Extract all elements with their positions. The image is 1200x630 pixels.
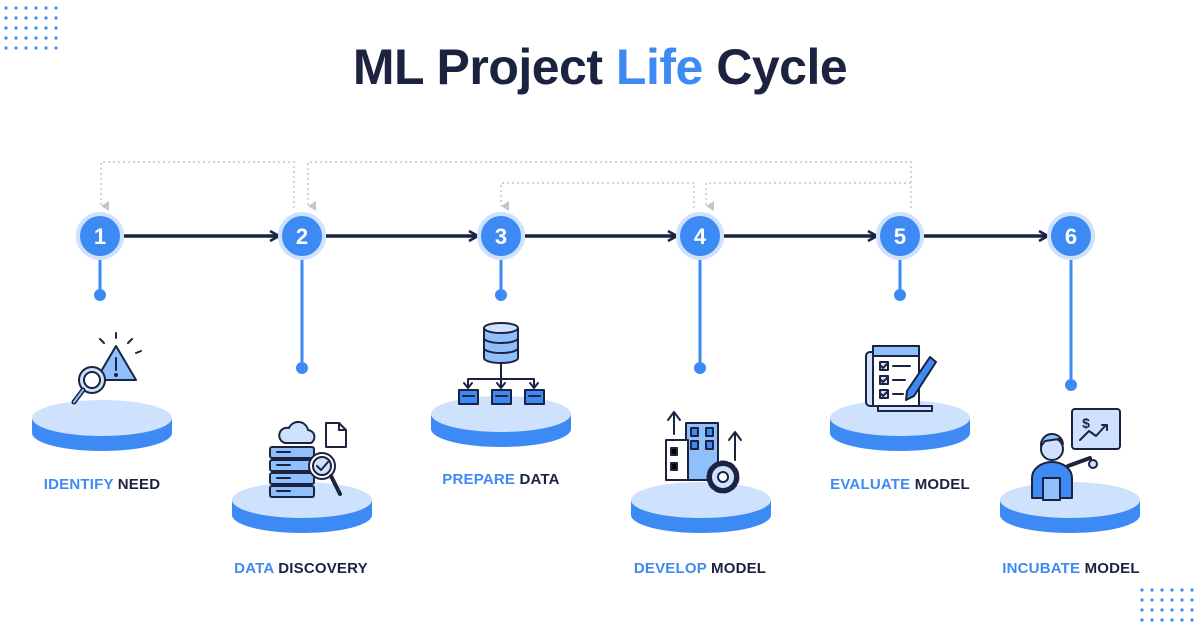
feedback-loop-5-to-2 [307,161,912,211]
step-5-label-rest: MODEL [910,476,970,493]
step-3-node: 3 [477,212,525,260]
feedback-loops [100,161,912,211]
step-3-label: PREPARE DATA [371,471,631,488]
step-5-label-accent: EVALUATE [830,476,911,493]
step-5-number: 5 [894,224,906,249]
step-2-label-accent: DATA [234,560,274,577]
step-6-label-accent: INCUBATE [1002,560,1081,577]
step-4-label-rest: MODEL [706,560,767,577]
building-gear-icon [665,411,742,494]
step-2-label-rest: DISCOVERY [273,560,368,577]
feedback-loop-4-to-3 [500,182,695,211]
step-6-label: INCUBATE MODEL [941,560,1200,577]
step-connectors [94,258,1077,391]
step-6-number: 6 [1065,224,1077,249]
step-6-label-rest: MODEL [1080,560,1140,577]
title-accent: Life [615,39,703,95]
decorative-dots-bottom-right [1140,588,1194,622]
decorative-dots-top-left [4,6,58,50]
checklist-pen-icon [865,345,937,412]
platform-4 [631,482,771,533]
step-5-node: 5 [876,212,924,260]
database-hierarchy-icon [458,322,545,405]
step-4-node: 4 [676,212,724,260]
step-6-node: 6 [1047,212,1095,260]
step-4-label: DEVELOP MODEL [570,560,830,577]
platform-5 [830,400,970,451]
step-5-label: EVALUATE MODEL [770,476,1030,493]
step-1-number: 1 [94,224,106,249]
step-3-label-accent: PREPARE [442,471,516,488]
step-3-number: 3 [495,224,507,249]
step-3-label-rest: DATA [515,471,560,488]
cloud-database-search-icon [269,420,347,498]
step-1-node: 1 [76,212,124,260]
step-2-label: DATA DISCOVERY [171,560,431,577]
title-part2: Cycle [702,39,848,95]
feedback-loop-2-to-1 [100,161,295,211]
step-1-label-accent: IDENTIFY [43,476,114,493]
step-2-node: 2 [278,212,326,260]
svg-text:$: $ [1082,415,1090,431]
step-1-label-rest: NEED [113,476,161,493]
page-title: ML Project Life Cycle [0,38,1200,96]
magnifier-warning-icon [71,332,142,405]
step-4-number: 4 [694,224,707,249]
step-2-number: 2 [296,224,308,249]
step-4-label-accent: DEVELOP [633,560,707,577]
title-part1: ML Project [352,39,616,95]
platform-1 [32,400,172,451]
feedback-loop-5-to-4 [705,182,911,211]
presenter-chart-icon: $ [1031,408,1121,501]
step-1-label: IDENTIFY NEED [0,476,232,493]
